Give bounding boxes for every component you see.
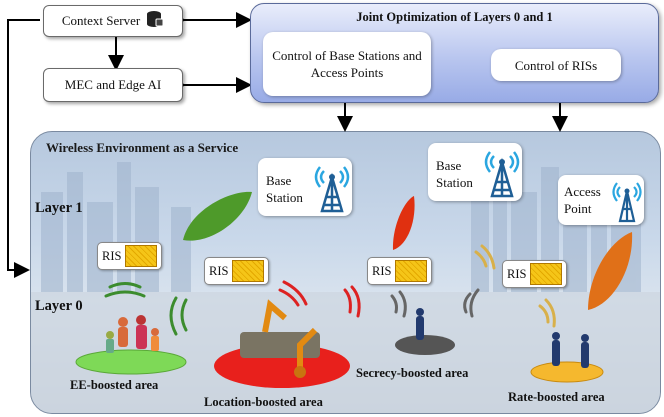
base-station-2-line1: Base xyxy=(436,158,462,173)
location-area-label: Location-boosted area xyxy=(204,395,323,409)
ris-chip-icon xyxy=(530,263,563,285)
base-station-1: Base Station xyxy=(258,158,352,216)
tower-icon xyxy=(484,151,520,198)
ris-chip-icon xyxy=(395,260,428,282)
ee-area-label: EE-boosted area xyxy=(70,378,159,392)
base-station-2: Base Station xyxy=(428,143,522,201)
access-point-icon xyxy=(612,182,642,223)
joint-optimization-box: Joint Optimization of Layers 0 and 1 Con… xyxy=(250,3,659,103)
base-station-1-line2: Station xyxy=(266,190,303,205)
secrecy-people xyxy=(416,308,424,340)
control-base-stations-box: Control of Base Stations and Access Poin… xyxy=(263,32,431,96)
mec-edge-ai-label: MEC and Edge AI xyxy=(64,77,162,92)
rate-people xyxy=(552,332,589,368)
ee-area-ellipse xyxy=(75,349,187,375)
red-beam xyxy=(392,196,415,250)
secrecy-waves xyxy=(390,288,480,318)
green-beam xyxy=(183,191,252,241)
ris-label: RIS xyxy=(372,263,392,278)
rate-waves xyxy=(474,244,556,328)
ris-panel-3: RIS xyxy=(367,257,433,285)
orange-beam xyxy=(588,232,633,310)
ris-panel-1: RIS xyxy=(97,242,163,270)
rate-area-label: Rate-boosted area xyxy=(508,390,605,404)
database-lock-icon xyxy=(146,10,164,32)
layer-0-label: Layer 0 xyxy=(35,298,83,314)
secrecy-area-label: Secrecy-boosted area xyxy=(356,366,469,380)
base-station-2-line2: Station xyxy=(436,175,473,190)
ris-panel-2: RIS xyxy=(204,257,270,285)
layer-1-label: Layer 1 xyxy=(35,200,83,216)
ris-panel-4: RIS xyxy=(502,260,568,288)
joint-optimization-title: Joint Optimization of Layers 0 and 1 xyxy=(356,10,553,24)
context-server-label: Context Server xyxy=(61,13,141,28)
ris-label: RIS xyxy=(209,263,229,278)
robot-arms xyxy=(240,299,320,378)
ris-chip-icon xyxy=(125,245,158,267)
control-ris-box: Control of RISs xyxy=(491,49,621,81)
mec-edge-ai-box: MEC and Edge AI xyxy=(43,68,183,102)
control-ris-label: Control of RISs xyxy=(514,57,598,73)
control-base-stations-label: Control of Base Stations and Access Poin… xyxy=(272,48,422,80)
ris-chip-icon xyxy=(232,260,265,282)
secrecy-area-ellipse xyxy=(395,335,455,355)
environment-title: Wireless Environment as a Service xyxy=(46,140,239,155)
base-station-1-line1: Base xyxy=(266,173,292,188)
tower-icon xyxy=(314,166,350,213)
rate-area-ellipse xyxy=(530,361,604,383)
ee-people xyxy=(106,315,159,353)
location-waves xyxy=(278,280,361,318)
context-server-box: Context Server xyxy=(43,5,183,37)
access-point: Access Point xyxy=(558,175,644,225)
access-point-line2: Point xyxy=(564,201,592,216)
access-point-line1: Access xyxy=(564,184,601,199)
ee-waves xyxy=(104,282,188,336)
ris-label: RIS xyxy=(102,248,122,263)
ris-label: RIS xyxy=(507,266,527,281)
